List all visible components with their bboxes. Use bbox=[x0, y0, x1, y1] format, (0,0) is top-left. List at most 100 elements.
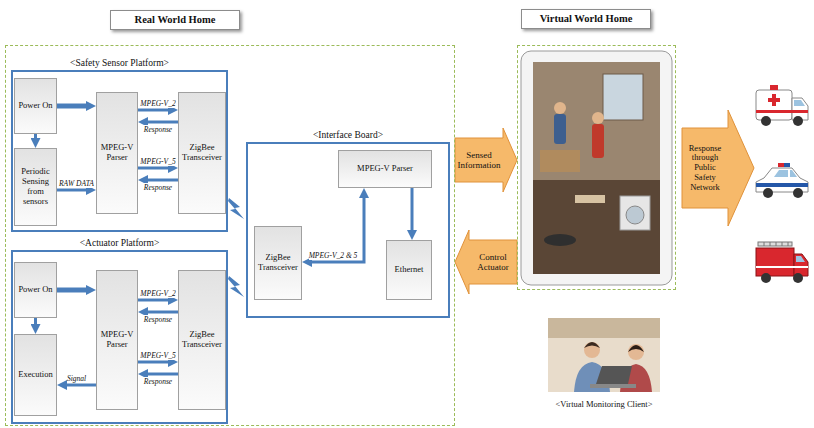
caption-text: <Virtual Monitoring Client> bbox=[556, 400, 653, 410]
box-text: Execution bbox=[18, 370, 52, 380]
box-text: MPEG-V Parser bbox=[99, 330, 135, 350]
region-frame: Virtual World Home bbox=[517, 45, 676, 290]
police-car-icon bbox=[756, 163, 808, 198]
arrow-label: Response through Public Safety Network bbox=[684, 144, 726, 193]
edge-label: Response bbox=[144, 183, 172, 192]
police-car-icon-part bbox=[774, 170, 788, 177]
edge-label: Response bbox=[144, 377, 172, 386]
fire-truck-icon-part bbox=[794, 254, 808, 276]
fire-truck-icon-part bbox=[756, 266, 808, 268]
ambulance-icon-part bbox=[768, 94, 780, 106]
tablet-illustration-part bbox=[544, 234, 576, 246]
tablet-illustration-part bbox=[554, 102, 566, 114]
box-text: ZigBee Transceiver bbox=[257, 253, 299, 273]
response-arrow bbox=[682, 110, 754, 226]
tablet-illustration-part bbox=[592, 112, 604, 124]
tablet-illustration-part bbox=[533, 180, 660, 274]
process-box: MPEG-V Parser bbox=[96, 270, 138, 410]
arrow-connector bbox=[138, 299, 168, 302]
arrow-connector bbox=[138, 361, 168, 364]
ambulance-icon-part bbox=[794, 100, 805, 106]
process-box: MPEG-V Parser bbox=[96, 92, 138, 214]
heading-text: Real World Home bbox=[110, 10, 240, 30]
edge-label: MPEG-V_5 bbox=[140, 157, 175, 166]
process-box: ZigBee Transceiver bbox=[254, 226, 302, 300]
tablet-illustration-part bbox=[533, 62, 660, 274]
arrow-connector bbox=[57, 288, 86, 293]
ambulance-icon-part bbox=[756, 90, 792, 120]
box-text: Ethernet bbox=[395, 265, 424, 275]
monitoring-photo-part bbox=[584, 342, 600, 358]
heading-text: <Actuator Platform> bbox=[13, 238, 226, 249]
tablet-illustration-part bbox=[603, 74, 643, 120]
ambulance-icon-part bbox=[770, 85, 778, 90]
police-car-icon-part bbox=[756, 168, 808, 192]
box-text: MPEG-V Parser bbox=[99, 143, 135, 163]
process-box: Ethernet bbox=[386, 240, 432, 300]
block-arrow bbox=[455, 128, 517, 192]
tablet-illustration-part bbox=[620, 196, 650, 230]
fire-truck-icon-part bbox=[796, 256, 805, 262]
edge-label: Response bbox=[144, 315, 172, 324]
process-box: MPEG-V Parser bbox=[338, 150, 432, 188]
box-text: Power On bbox=[18, 101, 52, 111]
arrow-connector bbox=[148, 373, 178, 376]
process-box: Execution bbox=[14, 334, 57, 416]
heading-text: Virtual World Home bbox=[521, 9, 651, 29]
fire-truck-icon-part bbox=[764, 242, 788, 246]
heading-text: <Safety Sensor Platform> bbox=[13, 58, 226, 69]
edge-label: MPEG-V_5 bbox=[140, 351, 175, 360]
tablet-illustration-part bbox=[626, 206, 644, 224]
monitoring-photo-part bbox=[628, 345, 644, 352]
monitoring-photo-part bbox=[628, 344, 644, 360]
monitoring-photo-part bbox=[596, 366, 632, 384]
platform-box: <Actuator Platform>Power OnExecutionMPEG… bbox=[11, 250, 228, 424]
police-car-icon-part bbox=[790, 170, 797, 177]
fire-truck-icon-part bbox=[793, 273, 803, 283]
box-text: Power On bbox=[18, 285, 52, 295]
ambulance-icon bbox=[756, 85, 808, 126]
arrow-connector bbox=[148, 311, 178, 314]
wireless-bolt bbox=[228, 198, 244, 297]
monitoring-photo-part bbox=[548, 318, 660, 392]
ambulance-icon-part bbox=[756, 110, 808, 113]
edge-label: MPEG-V_2 bbox=[140, 99, 175, 108]
box-text: ZigBee Transceiver bbox=[181, 330, 223, 350]
platform-box: <Interface Board>MPEG-V ParserEthernetZi… bbox=[246, 142, 450, 318]
edge-label: Signal bbox=[67, 374, 86, 383]
arrow-connector bbox=[148, 179, 178, 182]
tablet-illustration-part bbox=[554, 114, 566, 144]
box-text: Periodic Sensing from sensors bbox=[17, 167, 54, 206]
police-car-icon-part bbox=[756, 183, 808, 187]
response-arrow-part bbox=[682, 110, 754, 226]
fire-truck-icon-part bbox=[761, 273, 771, 283]
tablet-illustration-part bbox=[540, 150, 580, 172]
police-car-icon-part bbox=[784, 163, 790, 167]
wireless-bolt-part bbox=[228, 276, 244, 297]
arrow-connector bbox=[67, 384, 96, 387]
tablet-illustration bbox=[521, 51, 672, 285]
arrow-connector bbox=[138, 109, 168, 112]
fire-truck-icon-part bbox=[756, 248, 794, 276]
process-box: Periodic Sensing from sensors bbox=[14, 148, 57, 226]
tablet-illustration-part bbox=[575, 195, 605, 203]
edge-label: Sensed Information bbox=[456, 150, 502, 171]
police-car-icon-part bbox=[763, 188, 773, 198]
edge-label: Response bbox=[144, 125, 172, 134]
tablet-illustration-part bbox=[592, 124, 604, 158]
process-box: Power On bbox=[14, 78, 57, 134]
arrow-connector bbox=[34, 134, 37, 138]
process-box: ZigBee Transceiver bbox=[178, 92, 226, 214]
monitoring-photo-part bbox=[584, 342, 600, 348]
ambulance-icon-part bbox=[761, 116, 771, 126]
box-text: MPEG-V Parser bbox=[357, 164, 413, 174]
block-arrow bbox=[455, 230, 517, 294]
monitoring-photo-part bbox=[548, 318, 660, 338]
arrow-connector bbox=[34, 318, 37, 324]
tablet-illustration-part bbox=[533, 62, 660, 180]
edge-label: MPEG-V_2 & 5 bbox=[309, 251, 358, 260]
heading-text: <Interface Board> bbox=[248, 130, 448, 141]
edge-label: RAW DATA bbox=[59, 179, 94, 188]
